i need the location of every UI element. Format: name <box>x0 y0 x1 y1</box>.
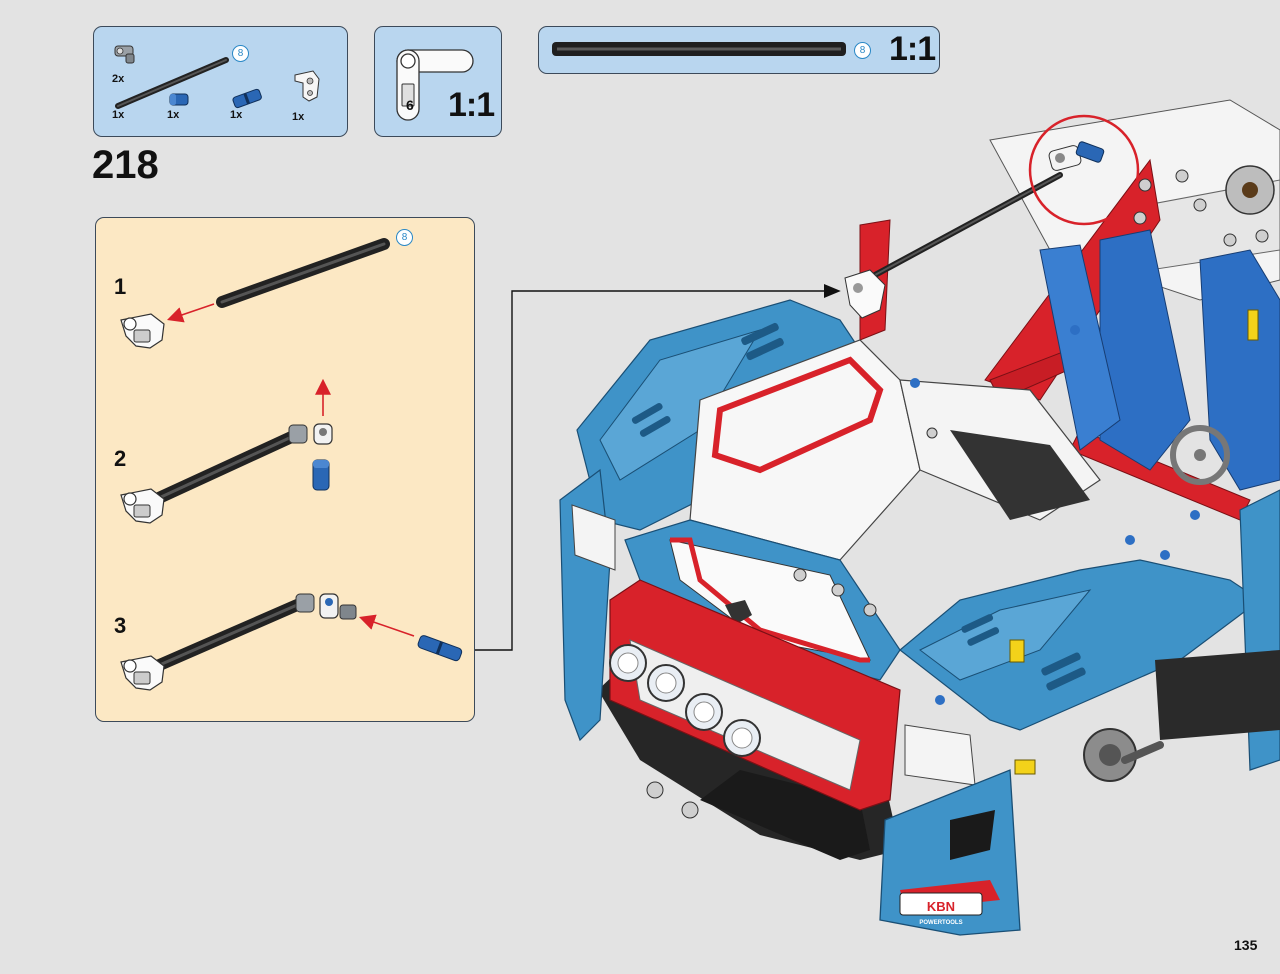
headlights <box>609 644 761 757</box>
blue-pin-long-icon <box>232 88 262 109</box>
substep-number-2: 2 <box>114 446 127 471</box>
axle-8-icon <box>115 57 229 109</box>
substep-number-3: 3 <box>114 613 127 638</box>
qty-blue-pin-short: 1x <box>167 109 180 121</box>
step1-angle-connector-icon <box>120 313 165 349</box>
svg-text:POWERTOOLS: POWERTOOLS <box>919 920 962 926</box>
substep-number-1: 1 <box>114 274 127 299</box>
length-badge-8: 8 <box>232 45 249 62</box>
highlight-circle <box>1028 114 1140 226</box>
step3-assembly-icon <box>120 593 357 691</box>
connector-icon <box>114 45 135 64</box>
qty-blue-pin-long: 1x <box>230 109 243 121</box>
page-number: 135 <box>1234 937 1258 953</box>
axle-length-badge: 8 <box>854 42 871 59</box>
parts-callout: 2x 8 1x 1x 1x 1x <box>93 26 348 137</box>
step2-assembly-icon <box>120 423 333 524</box>
substep-illustrations <box>120 238 463 691</box>
axle-scale-callout: 8 1:1 <box>538 26 940 74</box>
axle-scale-label: 1:1 <box>889 30 936 68</box>
blue-pin-short-icon <box>169 93 189 106</box>
callout-pointer-line <box>475 284 841 651</box>
step2-blue-pin-icon <box>312 459 330 491</box>
step3-blue-pin-icon <box>417 635 463 662</box>
white-angle-connector-icon <box>294 70 320 102</box>
connector-scale-label: 1:1 <box>448 86 495 124</box>
substep-length-badge: 8 <box>396 229 413 246</box>
step-number: 218 <box>92 143 159 187</box>
angle-connector-icon <box>396 49 474 121</box>
qty-angle-connector: 1x <box>292 111 305 123</box>
connector-scale-callout: 6 1:1 <box>374 26 502 137</box>
step1-axle-icon <box>216 238 390 308</box>
qty-connector: 2x <box>112 73 125 85</box>
connector-number-label: 6 <box>406 97 414 113</box>
substep-panel: 1 2 3 8 <box>95 217 475 722</box>
door-logo-text: KBN <box>927 899 955 914</box>
axle-8-scale-icon <box>552 42 846 56</box>
qty-axle: 1x <box>112 109 125 121</box>
